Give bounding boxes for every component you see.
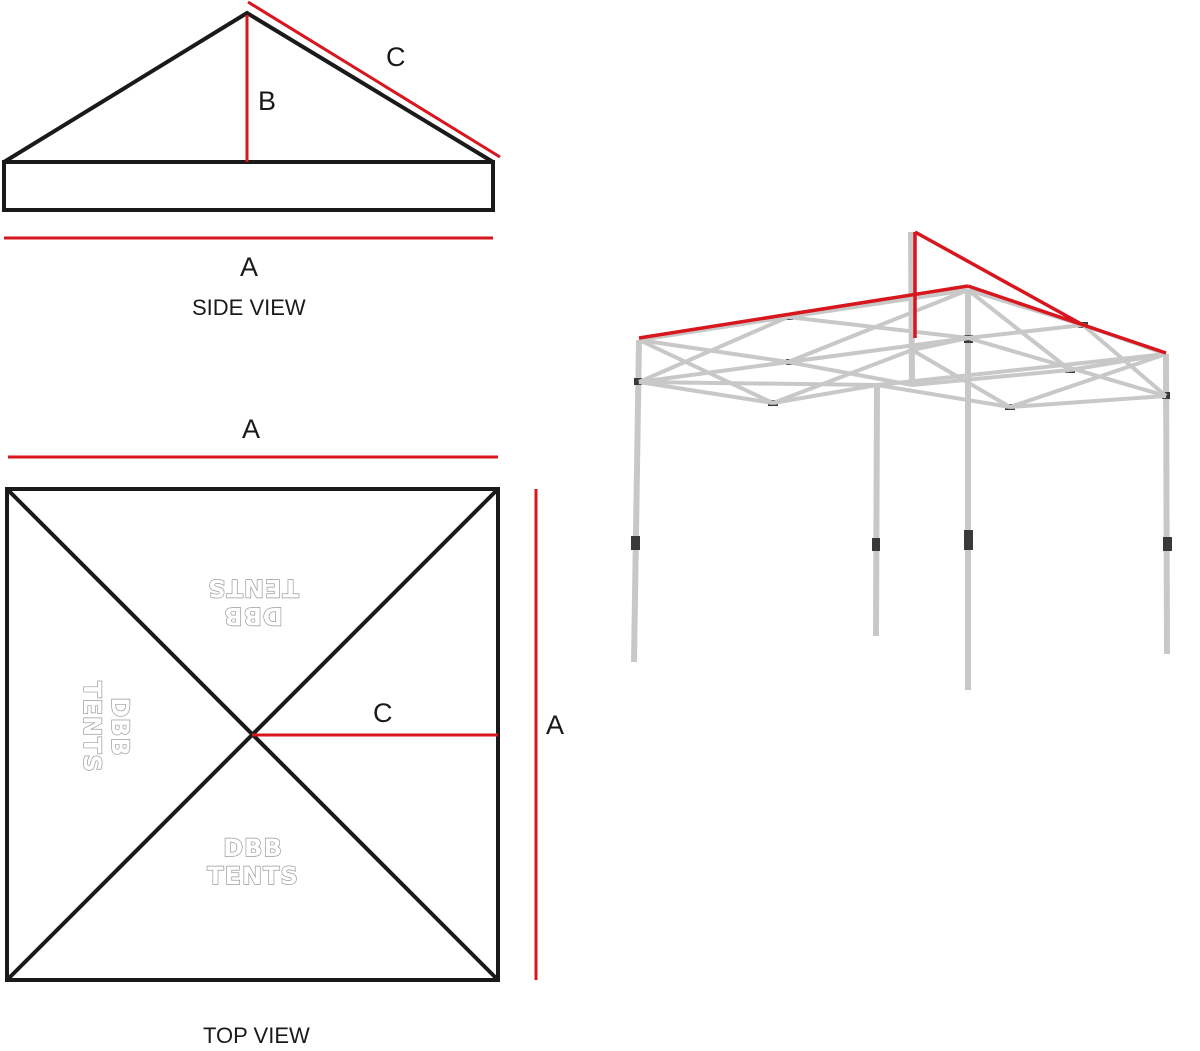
watermark-line1: DBB bbox=[106, 697, 134, 757]
top-view-caption: TOP VIEW bbox=[203, 1023, 310, 1048]
dbb-tents-logo: DBB TENTS bbox=[207, 833, 299, 890]
watermark-line2: TENTS bbox=[207, 574, 299, 602]
frame-roof-outline bbox=[638, 230, 1167, 355]
watermark-line1: DBB bbox=[223, 602, 283, 630]
frame-truss bbox=[638, 288, 1168, 409]
dbb-tents-logo: DBB TENTS bbox=[77, 681, 134, 774]
side-view-base bbox=[2, 160, 495, 212]
dimension-c-line bbox=[247, 0, 501, 159]
side-view-roof bbox=[2, 10, 495, 164]
dbb-tents-logo: DBB TENTS bbox=[207, 573, 300, 630]
tent-frame-icon bbox=[631, 230, 1172, 690]
side-view: B C A SIDE VIEW bbox=[2, 0, 501, 320]
frame-legs bbox=[631, 231, 1170, 690]
top-label-c: C bbox=[373, 698, 393, 728]
top-view: A C A DBB TENTS DBB TENTS DBB TENTS TOP … bbox=[5, 414, 564, 1048]
watermark-line2: TENTS bbox=[78, 681, 106, 773]
side-view-caption: SIDE VIEW bbox=[192, 295, 306, 320]
watermark-line1: DBB bbox=[223, 834, 283, 862]
side-label-b: B bbox=[258, 86, 276, 116]
watermark-line2: TENTS bbox=[207, 862, 299, 890]
side-label-a: A bbox=[240, 252, 258, 282]
top-label-a-top: A bbox=[242, 414, 260, 444]
top-label-a-side: A bbox=[546, 710, 564, 740]
side-label-c: C bbox=[386, 42, 406, 72]
